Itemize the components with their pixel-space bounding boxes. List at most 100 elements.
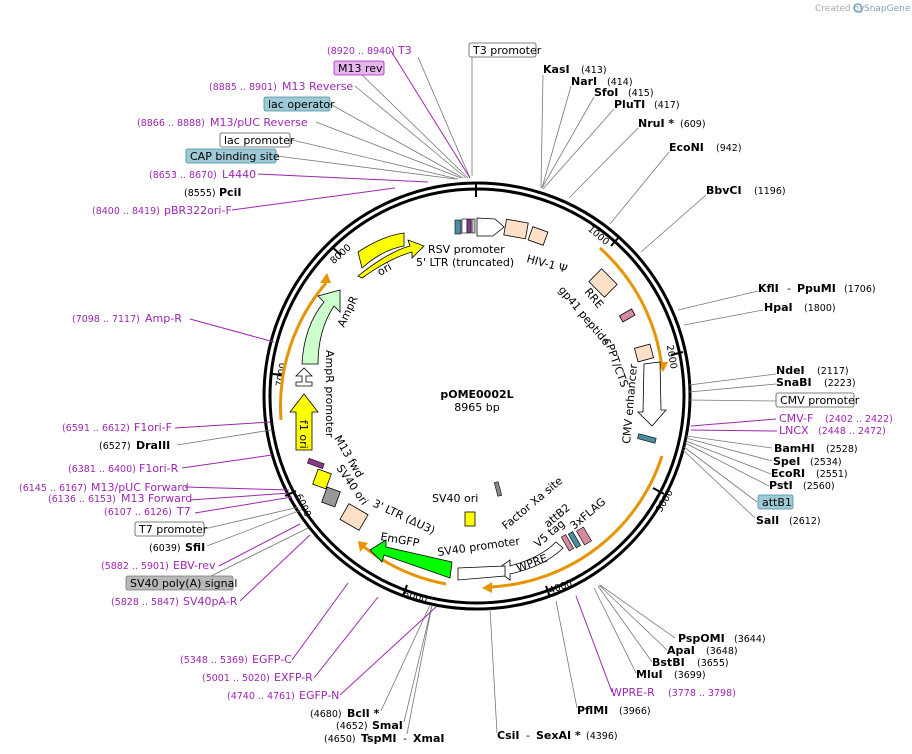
label-pluti: PluTI — [614, 98, 645, 111]
label-m13puc-fwd: M13/pUC Forward — [91, 481, 189, 494]
label-hpai: HpaI — [764, 301, 793, 314]
label-f1orir: F1ori-R — [139, 462, 179, 475]
label-bstbi: BstBI — [652, 656, 685, 669]
watermark-created-by: Created by — [815, 4, 865, 14]
label-pbr: pBR322ori-F — [164, 204, 232, 217]
label-ndei: NdeI — [776, 364, 805, 377]
label-ampr-promoter: AmpR promoter — [323, 350, 336, 438]
rsv-promoter-arrow — [476, 217, 505, 237]
v5-marker — [567, 531, 582, 549]
hiv-psi-box — [527, 226, 549, 246]
plasmid-size: 8965 bp — [454, 401, 499, 414]
label-cmv-promoter: CMV promoter — [780, 394, 860, 407]
pos-econi: (942) — [716, 143, 742, 154]
label-sv40-promoter: SV40 promoter — [437, 534, 522, 558]
lac-promoter-box — [219, 132, 291, 148]
label-kfli: KflI — [758, 282, 779, 295]
plasmid-name: pOME0002L — [440, 388, 513, 401]
label-lncx: LNCX — [779, 424, 809, 437]
orf-arcs — [279, 246, 664, 589]
range-exfpr: (5001 .. 5020) — [202, 673, 270, 684]
pos-sfoi: (415) — [628, 88, 654, 99]
pos-tspmi: (4650) — [324, 734, 356, 745]
f1ori-arrow — [289, 393, 319, 451]
label-kasi: KasI — [543, 63, 570, 76]
pos-pflmi: (3966) — [619, 706, 651, 717]
sv40ori-a-box — [464, 511, 476, 527]
label-psti: PstI — [769, 479, 793, 492]
label-sv40ori-a: SV40 ori — [432, 492, 478, 505]
pos-kasi: (413) — [581, 65, 607, 76]
label-ori: ori — [375, 260, 394, 278]
label-sexai: SexAI * — [536, 729, 581, 742]
labels-top-right: KasI (413) NarI (414) SfoI (415) PluTI (… — [543, 63, 786, 197]
label-ppumi: PpuMI — [797, 282, 836, 295]
label-wpre: WPRE — [515, 552, 550, 575]
label-m13puc-rev: M13/pUC Reverse — [210, 116, 308, 129]
label-ebvrev: EBV-rev — [173, 559, 216, 572]
range-pbr: (8400 .. 8419) — [92, 206, 160, 217]
range-t7: (6107 .. 6126) — [104, 507, 172, 518]
range-f1orif: (6591 .. 6612) — [62, 423, 130, 434]
label-m13rev: M13 rev — [338, 62, 383, 75]
inner-features — [289, 217, 667, 581]
range-cmvf: (2402 .. 2422) — [825, 414, 893, 425]
pos-draiii: (6527) — [99, 441, 131, 452]
label-exfpr: EXFP-R — [274, 671, 313, 684]
pos-ecori: (2551) — [816, 469, 848, 480]
range-f1orir: (6381 .. 6400) — [68, 464, 136, 475]
pos-mlui: (3699) — [674, 670, 706, 681]
range-m13puc-fwd: (6145 .. 6167) — [19, 483, 87, 494]
label-sfoi: SfoI — [594, 86, 618, 99]
flag-marker — [576, 526, 592, 546]
label-5ltr: 5' LTR (truncated) — [416, 256, 514, 269]
label-cmvf: CMV-F — [779, 412, 813, 425]
labels-bottom-left: (4650) TspMI - XmaI (4652) SmaI (4680) B… — [19, 312, 444, 745]
snapgene-logo-icon — [853, 3, 863, 13]
label-egfpn: EGFP-N — [299, 689, 339, 702]
label-rsv-promoter: RSV promoter — [428, 243, 505, 256]
pos-bbvci: (1196) — [754, 186, 786, 197]
label-apai: ApaI — [667, 644, 695, 657]
label-tspmi: TspMI — [361, 732, 397, 745]
ampr-arrow — [301, 289, 341, 365]
range-wpre-r: (3778 .. 3798) — [668, 688, 736, 699]
label-sv40polya: SV40 poly(A) signal — [130, 577, 237, 590]
range-m13fwd: (6136 .. 6153) — [48, 494, 116, 505]
label-pspomi: PspOMI — [678, 632, 725, 645]
cap-box — [185, 148, 277, 164]
orf-arrowheads — [320, 273, 668, 593]
ltr5-box — [503, 218, 529, 240]
range-lncx: (2448 .. 2472) — [818, 426, 886, 437]
m13fwd-marker — [307, 457, 325, 469]
attb2-marker — [560, 534, 575, 552]
label-draiii: DraIII — [136, 439, 170, 452]
label-lac-operator: lac operator — [268, 98, 335, 111]
attb1-box — [757, 494, 794, 510]
pos-pspomi: (3644) — [734, 634, 766, 645]
cppt-box — [633, 343, 655, 363]
sv40ori-b-box — [321, 486, 341, 508]
label-ampr-primer: Amp-R — [145, 312, 182, 325]
tick-label-4000: 4000 — [547, 578, 573, 597]
label-pflmi: PflMI — [577, 704, 608, 717]
ori-arrow — [357, 239, 425, 279]
cmv-enhancer-arrow — [637, 361, 667, 427]
range-m13reverse: (8885 .. 8901) — [209, 82, 277, 93]
label-hiv-psi: HIV-1 Ψ — [525, 252, 569, 275]
label-t3: T3 — [397, 44, 412, 57]
m13rev-box — [333, 60, 385, 76]
pos-ndei: (2117) — [817, 366, 849, 377]
range-m13puc-rev: (8866 .. 8888) — [137, 118, 205, 129]
label-snabi: SnaBI — [776, 376, 812, 389]
svg-text:-: - — [526, 729, 530, 742]
label-m13fwd-primer: M13 Forward — [121, 492, 192, 505]
lac-operator-box — [263, 96, 331, 112]
label-econi: EcoNI — [669, 141, 704, 154]
pos-psti: (2560) — [803, 481, 835, 492]
labels-right: KflI - PpuMI (1706) HpaI (1800) NdeI (21… — [756, 282, 893, 527]
wpre-arrow — [495, 541, 564, 581]
tick-label-5000: 5000 — [402, 589, 428, 606]
range-egfpn: (4740 .. 4761) — [227, 691, 295, 702]
